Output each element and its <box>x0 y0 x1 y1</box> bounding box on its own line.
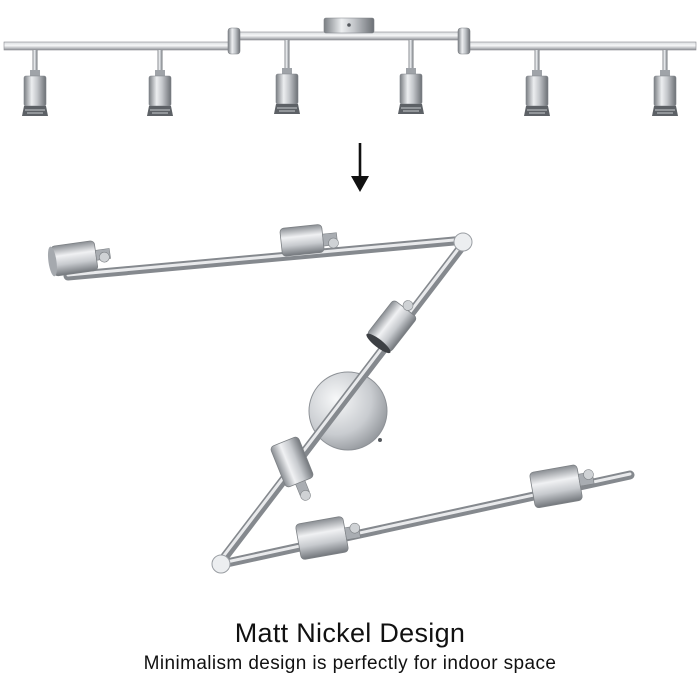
spotlight <box>295 516 361 560</box>
z-joint-top <box>453 232 473 252</box>
z-shape-track-view <box>47 224 635 574</box>
spotlight <box>398 40 424 114</box>
spotlight <box>524 50 550 116</box>
spotlight <box>22 50 48 116</box>
ceiling-base-disc <box>308 371 388 451</box>
spotlight <box>147 50 173 116</box>
spotlight <box>366 300 417 354</box>
track-bar-right <box>465 41 697 51</box>
spotlight <box>652 50 678 116</box>
spotlight <box>47 240 111 277</box>
product-title: Matt Nickel Design <box>234 618 466 648</box>
spotlight <box>529 464 595 509</box>
spotlight <box>279 224 339 257</box>
straight-track-view <box>3 17 697 116</box>
spotlight <box>274 40 300 114</box>
z-joint-bottom <box>211 554 231 574</box>
track-bar-left <box>3 41 231 51</box>
spotlight <box>270 436 314 501</box>
track-joint-right <box>457 27 471 55</box>
down-arrow-icon <box>351 143 369 192</box>
product-subtitle: Minimalism design is perfectly for indoo… <box>143 653 557 674</box>
track-joint-left <box>227 27 241 55</box>
